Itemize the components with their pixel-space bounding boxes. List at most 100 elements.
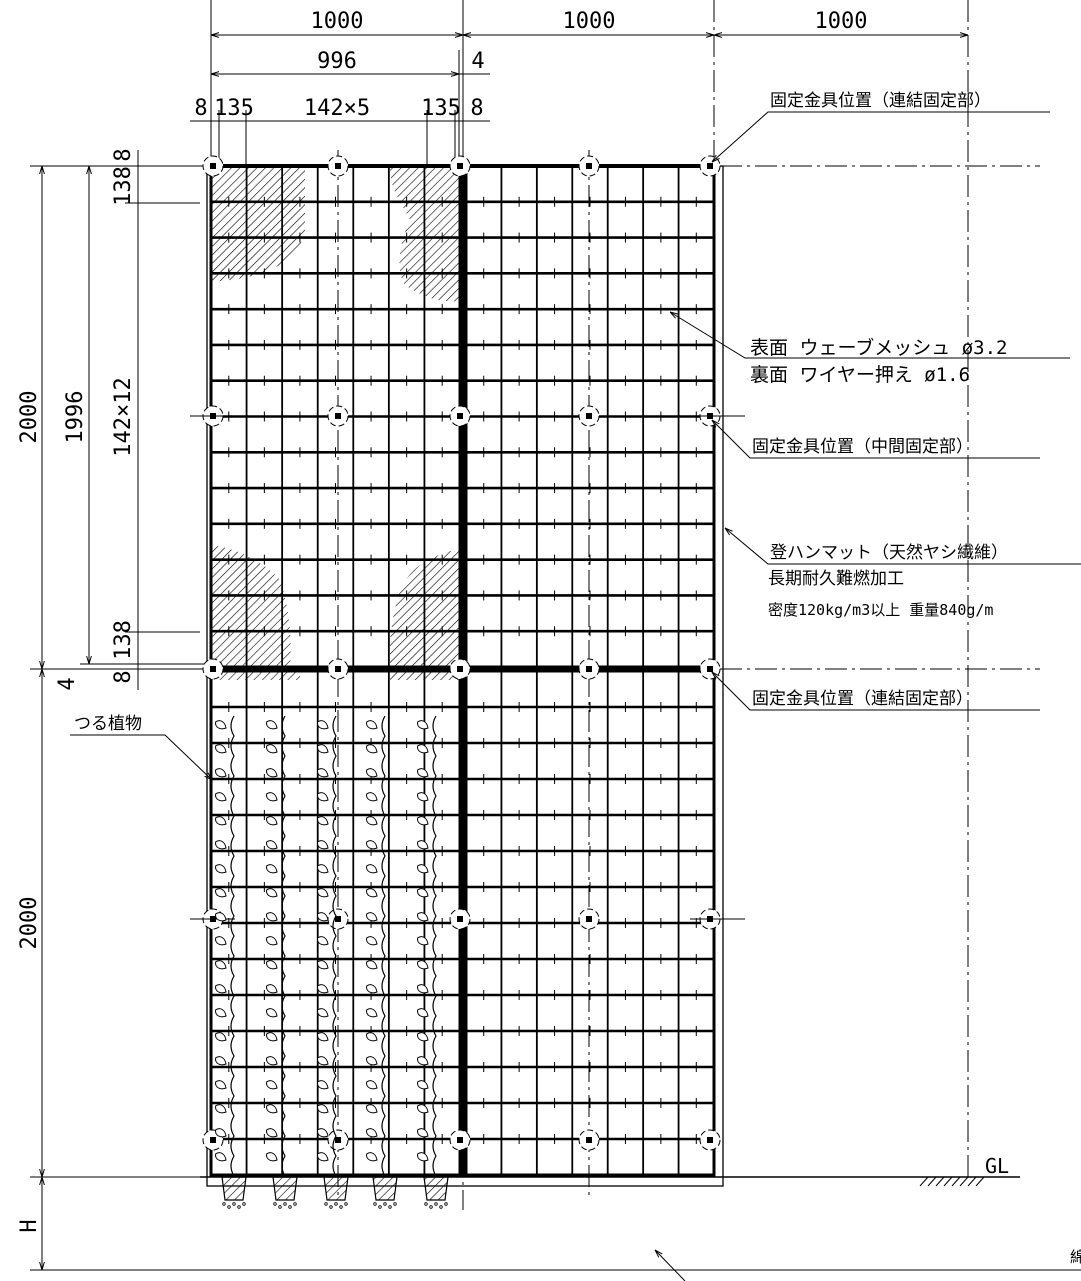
fixing-bracket-dot: [586, 163, 592, 169]
dim-edge-a: 8: [194, 96, 207, 121]
ground-line: [200, 1176, 1020, 1187]
vine-leaf: [364, 886, 380, 900]
vine-leaf: [264, 1030, 280, 1044]
soil-granule: [373, 1202, 377, 1206]
vine-leaf: [213, 1102, 229, 1116]
planter-pot: [423, 1176, 449, 1201]
fixing-bracket-dot: [335, 666, 341, 672]
vine-leaf: [264, 1006, 280, 1020]
vine-leaf: [264, 1102, 280, 1116]
vine-leaf: [264, 1126, 280, 1140]
fixing-bracket-dot: [335, 1137, 341, 1143]
dim-grid-pitch-v: 142×12: [111, 377, 136, 456]
vine-leaf: [415, 1006, 431, 1020]
dim-mesh-height: 1996: [63, 391, 88, 444]
left-dimensions: [30, 150, 1081, 1271]
label-fixing-middle: 固定金具位置（中間固定部）: [752, 437, 973, 457]
dim-top-edge-8: 8: [111, 148, 136, 161]
vine-leaf: [213, 742, 229, 756]
dim-left-height-2: 2000: [17, 897, 42, 950]
soil-granule: [378, 1205, 382, 1209]
vine-leaf: [264, 1078, 280, 1092]
fixing-bracket-dot: [335, 413, 341, 419]
fixing-bracket-dot: [210, 666, 216, 672]
vine-leaf: [264, 886, 280, 900]
soil-granule: [242, 1202, 246, 1206]
vine-leaf: [364, 1102, 380, 1116]
vine-leaf: [213, 790, 229, 804]
vine-leaf: [264, 766, 280, 780]
fixing-brackets: [190, 155, 745, 1151]
vine-leaf: [364, 958, 380, 972]
dim-embed-depth: H: [17, 1219, 42, 1232]
vine-leaf: [213, 814, 229, 828]
soil-granule: [439, 1205, 443, 1209]
soil-granule: [293, 1202, 297, 1206]
dim-left-height-1: 2000: [17, 391, 42, 444]
vine-leaf: [364, 934, 380, 948]
vine-plant: [213, 715, 247, 1209]
dim-panel-2: 1000: [563, 9, 616, 34]
soil-granule: [339, 1205, 343, 1209]
planter-pot: [323, 1176, 349, 1201]
vine-leaf: [415, 1150, 431, 1164]
fixing-bracket-dot: [586, 666, 592, 672]
vine-leaf: [415, 958, 431, 972]
vine-leaf: [213, 862, 229, 876]
vine-leaf: [364, 1126, 380, 1140]
leader-lines: [70, 111, 1081, 1281]
vine-leaf: [415, 814, 431, 828]
vine-leaf: [364, 1078, 380, 1092]
dim-mesh-width: 996: [317, 49, 357, 74]
dim-edge-b: 135: [214, 96, 254, 121]
fixing-bracket-dot: [210, 1137, 216, 1143]
vine-stem: [432, 715, 437, 1177]
fixing-bracket-dot: [586, 1137, 592, 1143]
vine-leaf: [415, 1078, 431, 1092]
vine-leaf: [264, 910, 280, 924]
soil-granule: [393, 1202, 397, 1206]
vine-leaf: [415, 742, 431, 756]
top-dimensions: [190, 0, 968, 170]
vine-leaf: [364, 718, 380, 732]
vine-leaf: [415, 934, 431, 948]
vine-leaf: [364, 982, 380, 996]
vine-leaf: [213, 982, 229, 996]
dimension-texts: 1000 1000 1000 996 4 8 135 142×5 135 8 2…: [17, 9, 867, 1233]
vine-plant: [364, 715, 398, 1209]
label-mat-line2: 長期耐久難燃加工: [768, 569, 904, 589]
vine-leaf: [415, 910, 431, 924]
dim-gap: 4: [471, 49, 484, 74]
dim-panel-3: 1000: [815, 9, 868, 34]
soil-granule: [344, 1202, 348, 1206]
vine-stem: [230, 715, 235, 1177]
fixing-bracket-dot: [586, 413, 592, 419]
vine-leaf: [264, 934, 280, 948]
vine-leaf: [364, 790, 380, 804]
vine-leaf: [415, 1054, 431, 1068]
soil-granule: [424, 1202, 428, 1206]
dim-bottom-edge-8: 8: [111, 670, 136, 683]
soil-granule: [444, 1202, 448, 1206]
planter-pot: [272, 1176, 298, 1201]
vine-leaf: [264, 958, 280, 972]
vine-leaf: [264, 718, 280, 732]
fixing-bracket-dot: [586, 916, 592, 922]
soil-granule: [237, 1205, 241, 1209]
fixing-bracket-dot: [707, 1137, 713, 1143]
soil-granule: [288, 1205, 292, 1209]
vine-leaf: [364, 1006, 380, 1020]
dim-vertical-gap: 4: [55, 677, 80, 690]
vine-leaf: [415, 886, 431, 900]
callout-labels: 固定金具位置（連結固定部） 表面 ウェーブメッシュ ø3.2 裏面 ワイヤー押え…: [74, 91, 1081, 1266]
soil-granule: [222, 1202, 226, 1206]
vine-leaf: [264, 838, 280, 852]
fixing-bracket-dot: [210, 163, 216, 169]
vine-leaf: [213, 1150, 229, 1164]
vine-leaf: [364, 766, 380, 780]
vine-leaf: [213, 1054, 229, 1068]
dim-edge-c: 135: [421, 96, 461, 121]
fixing-bracket-dot: [457, 1137, 463, 1143]
wave-mesh-grid: [209, 164, 716, 1177]
